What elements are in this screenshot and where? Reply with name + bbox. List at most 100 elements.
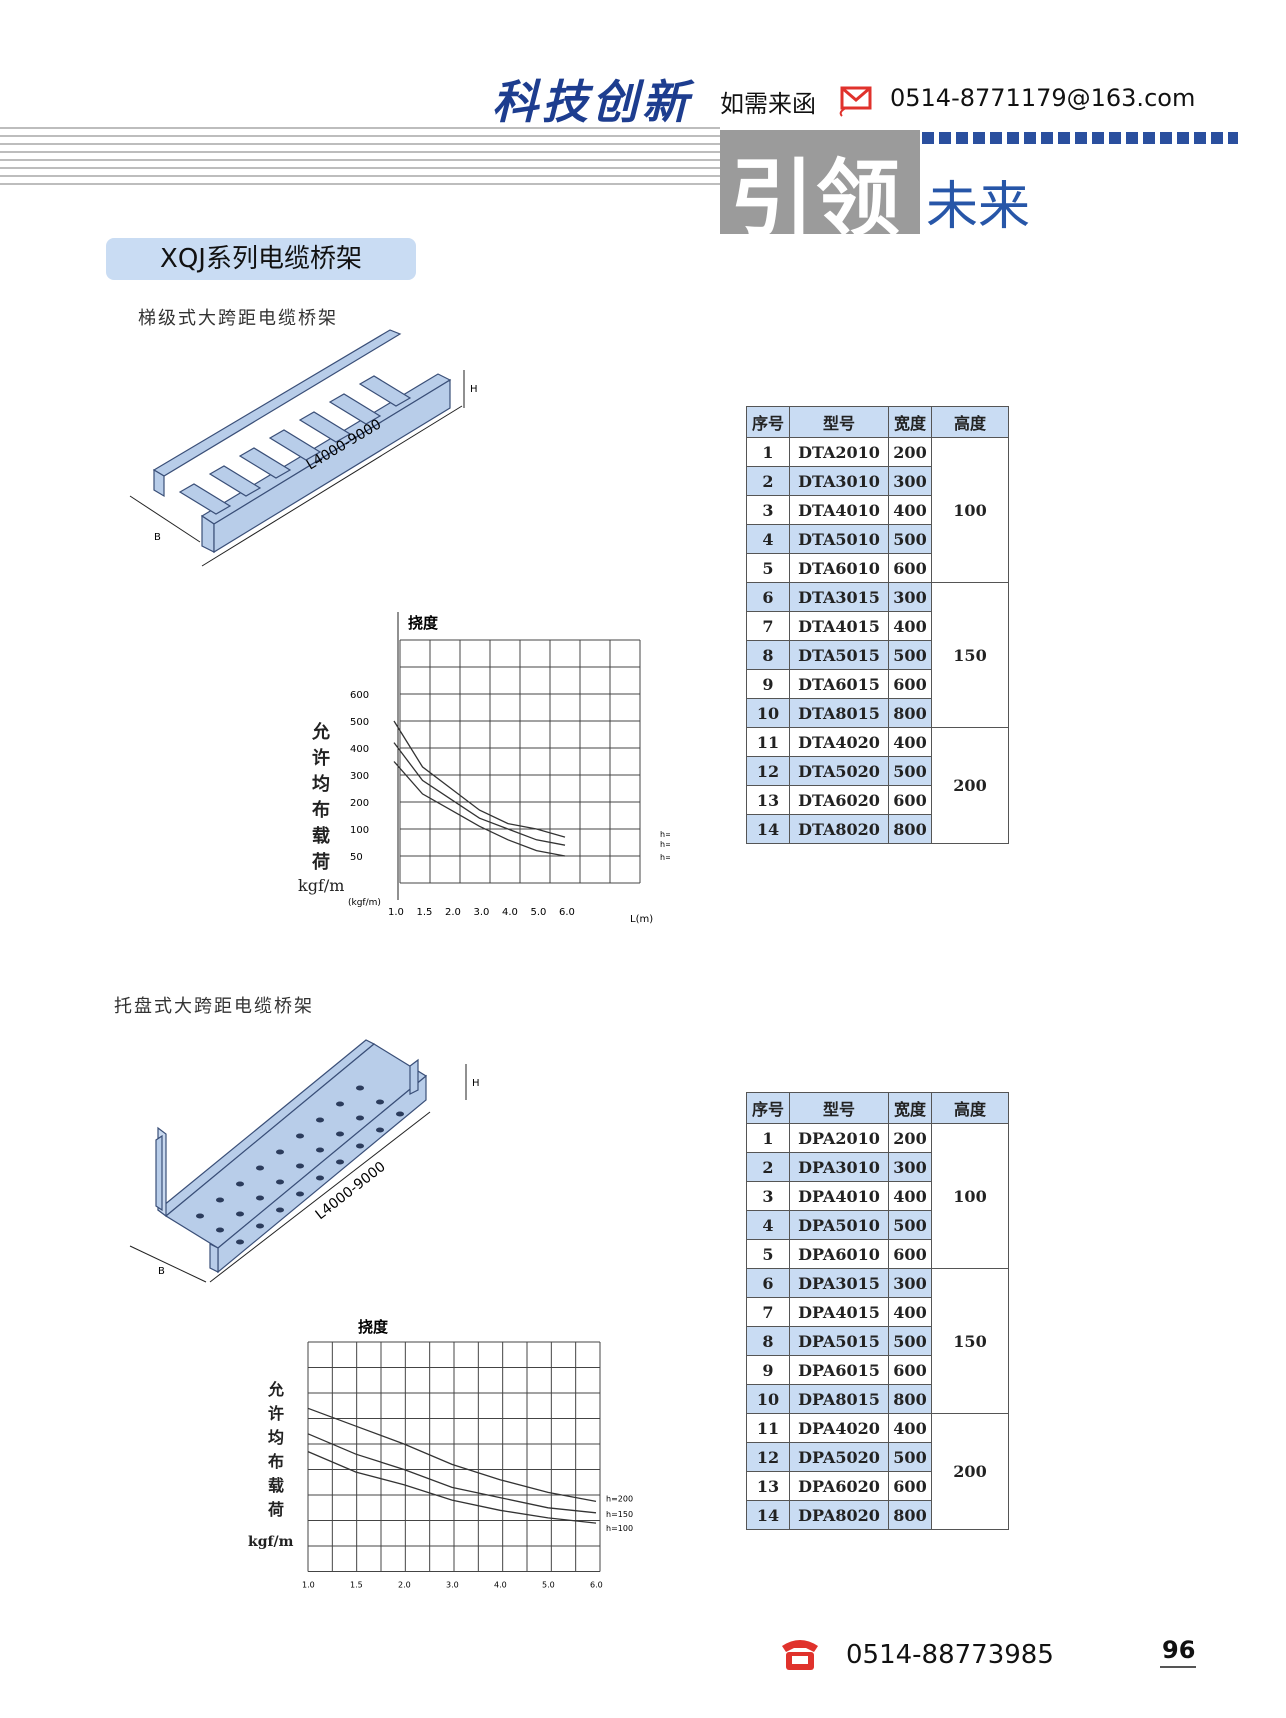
series-title: XQJ系列电缆桥架 <box>106 238 416 280</box>
cell-width: 300 <box>888 466 932 496</box>
x-tick-label: 4.0 <box>502 907 518 918</box>
cell-no: 2 <box>746 1152 790 1182</box>
chart1-ylabel-unit: kgf/m <box>298 876 345 895</box>
series-line-h=200 <box>393 720 566 838</box>
table-header-cell: 序号 <box>746 1092 790 1124</box>
cell-no: 10 <box>746 1384 790 1414</box>
series-line-h=100 <box>307 1451 597 1524</box>
cell-width: 500 <box>888 524 932 554</box>
contact-email[interactable]: 0514-8771179@163.com <box>890 84 1196 112</box>
cell-height: 200 <box>931 1413 1009 1530</box>
mail-icon <box>839 86 872 117</box>
cell-width: 800 <box>888 1500 932 1530</box>
cell-no: 2 <box>746 466 790 496</box>
cell-width: 200 <box>888 1123 932 1153</box>
header-dots <box>922 132 1238 144</box>
cell-model: DPA4015 <box>789 1297 889 1327</box>
cell-model: DTA8015 <box>789 698 889 728</box>
cell-no: 6 <box>746 1268 790 1298</box>
series-label: h=200 <box>660 830 670 839</box>
slogan-future: 未来 <box>926 177 1031 237</box>
cell-width: 800 <box>888 1384 932 1414</box>
cell-no: 14 <box>746 1500 790 1530</box>
cell-model: DTA4015 <box>789 611 889 641</box>
table-header-cell: 宽度 <box>888 406 932 438</box>
table-header-cell: 型号 <box>789 406 889 438</box>
cell-width: 400 <box>888 611 932 641</box>
cell-no: 7 <box>746 1297 790 1327</box>
cell-width: 500 <box>888 756 932 786</box>
cell-width: 500 <box>888 640 932 670</box>
series-line-h=150 <box>393 742 566 846</box>
cell-model: DTA5020 <box>789 756 889 786</box>
cell-width: 600 <box>888 1471 932 1501</box>
cell-no: 1 <box>746 1123 790 1153</box>
ladder-height-label: H <box>470 384 478 395</box>
cell-width: 500 <box>888 1326 932 1356</box>
cell-width: 600 <box>888 1239 932 1269</box>
cell-model: DTA6020 <box>789 785 889 815</box>
x-tick-label: 1.5 <box>350 1581 363 1590</box>
series-line-h=100 <box>393 761 566 857</box>
chart2-ylabel-unit: kgf/m <box>248 1534 294 1550</box>
cell-width: 300 <box>888 582 932 612</box>
cell-no: 12 <box>746 1442 790 1472</box>
footer-phone: 0514-88773985 <box>846 1640 1054 1670</box>
header-stripes <box>0 127 720 185</box>
cell-model: DPA3015 <box>789 1268 889 1298</box>
cell-width: 400 <box>888 495 932 525</box>
cell-model: DPA4010 <box>789 1181 889 1211</box>
cell-model: DPA2010 <box>789 1123 889 1153</box>
cell-width: 400 <box>888 1181 932 1211</box>
cell-no: 11 <box>746 1413 790 1443</box>
table-header-cell: 宽度 <box>888 1092 932 1124</box>
cell-no: 8 <box>746 1326 790 1356</box>
cell-model: DPA3010 <box>789 1152 889 1182</box>
table-header-cell: 高度 <box>931 406 1009 438</box>
cell-no: 13 <box>746 785 790 815</box>
table-header-row: 序号型号宽度高度 <box>746 1092 1009 1124</box>
cell-model: DTA6015 <box>789 669 889 699</box>
cell-model: DPA5010 <box>789 1210 889 1240</box>
cell-no: 8 <box>746 640 790 670</box>
y-tick-label: 400 <box>350 744 369 755</box>
cell-width: 400 <box>888 1297 932 1327</box>
cell-height: 100 <box>931 437 1009 583</box>
cell-model: DTA8020 <box>789 814 889 844</box>
phone-icon <box>782 1640 818 1670</box>
cell-model: DPA8020 <box>789 1500 889 1530</box>
x-tick-label: 2.0 <box>398 1581 411 1590</box>
series-label: h=200 <box>606 1494 633 1503</box>
x-tick-label: 3.0 <box>446 1581 459 1590</box>
cell-no: 3 <box>746 1181 790 1211</box>
cell-no: 12 <box>746 756 790 786</box>
x-tick-label: 1.0 <box>388 907 404 918</box>
cell-model: DPA5015 <box>789 1326 889 1356</box>
cell-model: DPA6020 <box>789 1471 889 1501</box>
cell-width: 600 <box>888 669 932 699</box>
cell-no: 10 <box>746 698 790 728</box>
cell-width: 300 <box>888 1152 932 1182</box>
y-tick-label: 500 <box>350 717 369 728</box>
series-line-h=200 <box>307 1407 597 1503</box>
chart1-x-unit: L(m) <box>630 914 653 925</box>
cell-model: DTA3010 <box>789 466 889 496</box>
cell-no: 4 <box>746 524 790 554</box>
chart1-y-unit: (kgf/m) <box>348 898 381 908</box>
